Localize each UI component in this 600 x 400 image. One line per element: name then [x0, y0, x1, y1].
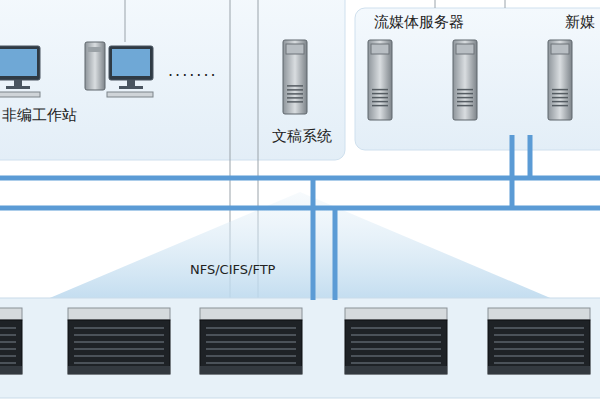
ellipsis-mark: ······· [168, 66, 218, 85]
network-wire [435, 0, 436, 8]
network-wire [505, 0, 506, 8]
workstation-icon [85, 42, 153, 97]
group-label: 文稿系统 [272, 126, 334, 144]
server-tower [453, 40, 477, 120]
storage-band [0, 298, 600, 398]
storage-array [345, 308, 447, 374]
workstation-icon [0, 42, 40, 97]
storage-array [68, 308, 170, 374]
network-wire [125, 0, 126, 42]
node-text: 文稿系统 [272, 127, 332, 145]
network-bus [0, 135, 600, 300]
group-label: 流媒体服务器新媒 [374, 12, 466, 30]
storage-array [488, 308, 590, 374]
server-tower [368, 40, 392, 120]
server-tower [283, 40, 307, 114]
storage-array [200, 308, 302, 374]
server-label: 新媒 [565, 12, 597, 30]
node-text: 非编工作站 [2, 106, 77, 124]
server-tower [548, 40, 572, 120]
node-text: 新媒 [565, 13, 595, 31]
node-text: 流媒体服务器 [374, 13, 464, 31]
protocol-label: NFS/CIFS/FTP [190, 262, 275, 277]
workstation-panel [0, 0, 345, 160]
group-label: 非编工作站 [2, 105, 79, 123]
storage-array [0, 308, 22, 374]
server-panel [355, 8, 600, 150]
